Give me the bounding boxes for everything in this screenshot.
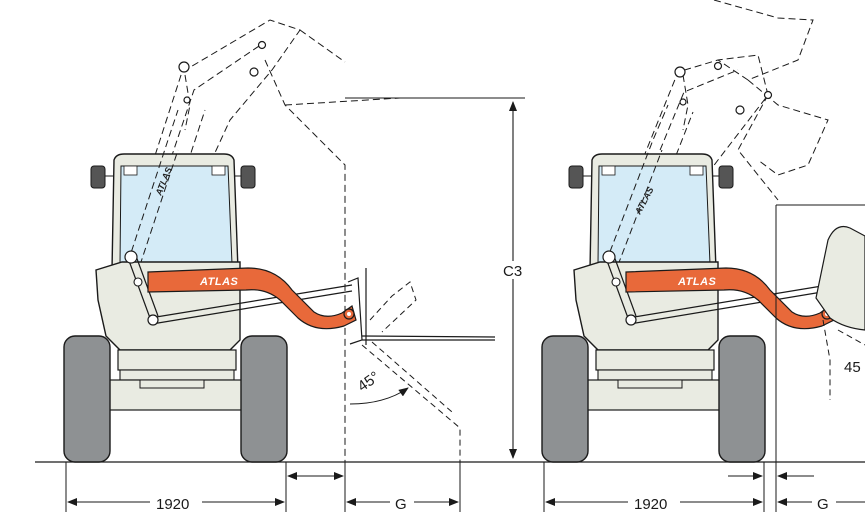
left-tire-right (240, 335, 288, 463)
left-cab-glass (119, 165, 233, 265)
left-angle-arc (349, 387, 409, 405)
left-lift-arm (147, 267, 357, 330)
left-fork-ghost (361, 281, 461, 505)
left-loader: ATLAS ATLAS (63, 19, 528, 513)
left-g-label: G (395, 496, 407, 513)
left-fork-attachment (347, 268, 496, 345)
right-loader: ATLAS ATLAS (541, 0, 865, 513)
right-mirror-left (568, 165, 584, 189)
left-c3-label: C3 (503, 263, 522, 280)
right-linkage (605, 255, 829, 325)
right-mirror-right (718, 165, 734, 189)
right-body-base (595, 349, 715, 371)
left-upper-pivots (178, 40, 267, 104)
right-tire-left (541, 335, 589, 463)
left-angle-label: 45° (355, 368, 383, 395)
right-width-label: 1920 (634, 496, 667, 513)
left-tire-left (63, 335, 111, 463)
right-arm-logo: ATLAS (677, 276, 717, 288)
right-upper-pivots (674, 61, 773, 115)
left-mirror-left (90, 165, 106, 189)
left-arm-logo: ATLAS (199, 276, 239, 288)
left-body-base (117, 349, 237, 371)
left-raised-arm-ghost (117, 19, 401, 462)
right-cab-glass (597, 165, 711, 265)
right-tire-right (718, 335, 766, 463)
left-mirror-right (240, 165, 256, 189)
right-angle-label: 45 (844, 359, 861, 376)
left-width-label: 1920 (156, 496, 189, 513)
right-g-label: G (817, 496, 829, 513)
left-linkage (127, 255, 353, 325)
right-bucket (815, 225, 865, 331)
